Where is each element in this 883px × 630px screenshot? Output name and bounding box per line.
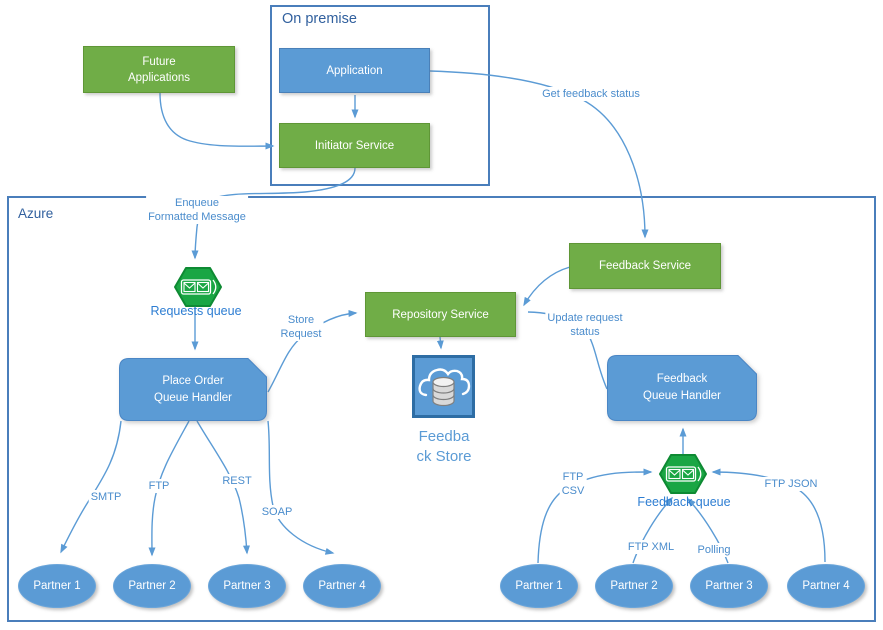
partner-1-left-node: Partner 1 [18, 564, 96, 608]
service-bus-queue-icon [659, 454, 707, 494]
edge-label-ftp-xml: FTP XML [625, 540, 677, 554]
feedback-service-node: Feedback Service [569, 243, 721, 289]
service-bus-queue-icon [174, 267, 222, 307]
application-node: Application [279, 48, 430, 93]
edge-label-ftp: FTP [146, 479, 172, 493]
queue-handler-shape [119, 358, 267, 421]
partner-3-right-node: Partner 3 [690, 564, 768, 608]
edge-label-update-request-status: Update request status [545, 311, 625, 339]
edge-label-get-feedback-status: Get feedback status [540, 87, 642, 101]
partner-3-left-node: Partner 3 [208, 564, 286, 608]
feedback-queue-handler-node: Feedback Queue Handler [607, 355, 757, 421]
edge-label-ftp-csv: FTP CSV [559, 470, 587, 498]
initiator-service-node: Initiator Service [279, 123, 430, 168]
feedback-queue-label: Feedback queue [637, 495, 731, 509]
place-order-queue-handler-node: Place Order Queue Handler [119, 358, 267, 421]
node-label: Repository Service [392, 308, 489, 321]
feedback-store-label: Feedba ck Store [416, 428, 472, 465]
node-label: Feedback Service [598, 260, 692, 272]
queue-handler-shape [607, 355, 757, 421]
azure-title: Azure [18, 206, 54, 221]
on-premise-container [270, 5, 490, 186]
edge-label-rest: REST [220, 474, 254, 488]
edge-label-soap: SOAP [259, 505, 295, 519]
future-applications-node: Future Applications [83, 46, 235, 93]
node-label: Application [326, 64, 383, 77]
partner-4-right-node: Partner 4 [787, 564, 865, 608]
partner-1-right-node: Partner 1 [500, 564, 578, 608]
node-label: Initiator Service [314, 139, 395, 152]
partner-4-left-node: Partner 4 [303, 564, 381, 608]
on-premise-title: On premise [282, 11, 357, 27]
requests-queue-label: Requests queue [150, 304, 242, 318]
azure-container [7, 196, 876, 622]
edge-label-ftp-json: FTP JSON [762, 477, 820, 491]
edge-label-polling: Polling [695, 543, 733, 557]
edge-label-smtp: SMTP [88, 490, 124, 504]
node-label: Feedback Queue Handler [643, 373, 721, 402]
node-label: Applications [127, 71, 190, 84]
cloud-database-icon [412, 355, 475, 418]
edge-label-enqueue-formatted-message: Enqueue Formatted Message [146, 196, 248, 224]
node-label: Future [142, 55, 176, 68]
node-label: Place Order Queue Handler [154, 374, 232, 404]
partner-2-left-node: Partner 2 [113, 564, 191, 608]
repository-service-node: Repository Service [365, 292, 516, 337]
edge-label-store-request: Store Request [278, 313, 324, 341]
partner-2-right-node: Partner 2 [595, 564, 673, 608]
